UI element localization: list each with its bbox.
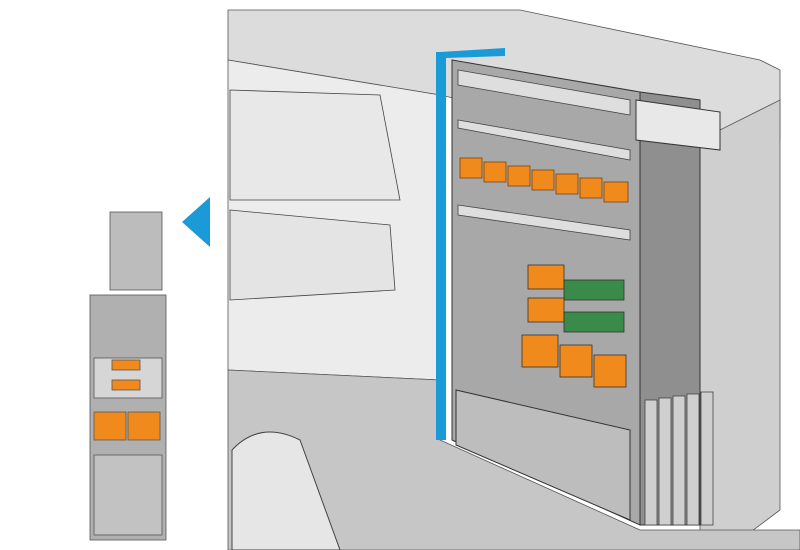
wheel-arch bbox=[231, 431, 341, 550]
highlight-top bbox=[440, 48, 505, 58]
pipe-holder bbox=[644, 391, 714, 526]
van-window-panel bbox=[229, 89, 401, 201]
top-shelves bbox=[457, 69, 631, 241]
van-lower-panel bbox=[229, 209, 396, 301]
highlight-bar bbox=[436, 52, 446, 440]
shelving-unit bbox=[451, 59, 721, 526]
case-stack bbox=[521, 264, 627, 388]
front-view-top-module bbox=[109, 211, 163, 291]
paper-roll-holder bbox=[635, 99, 721, 151]
direction-arrow-icon bbox=[182, 197, 210, 247]
orange-bins-row bbox=[459, 157, 629, 203]
front-view bbox=[89, 211, 167, 541]
lower-drawer-front bbox=[455, 389, 631, 521]
